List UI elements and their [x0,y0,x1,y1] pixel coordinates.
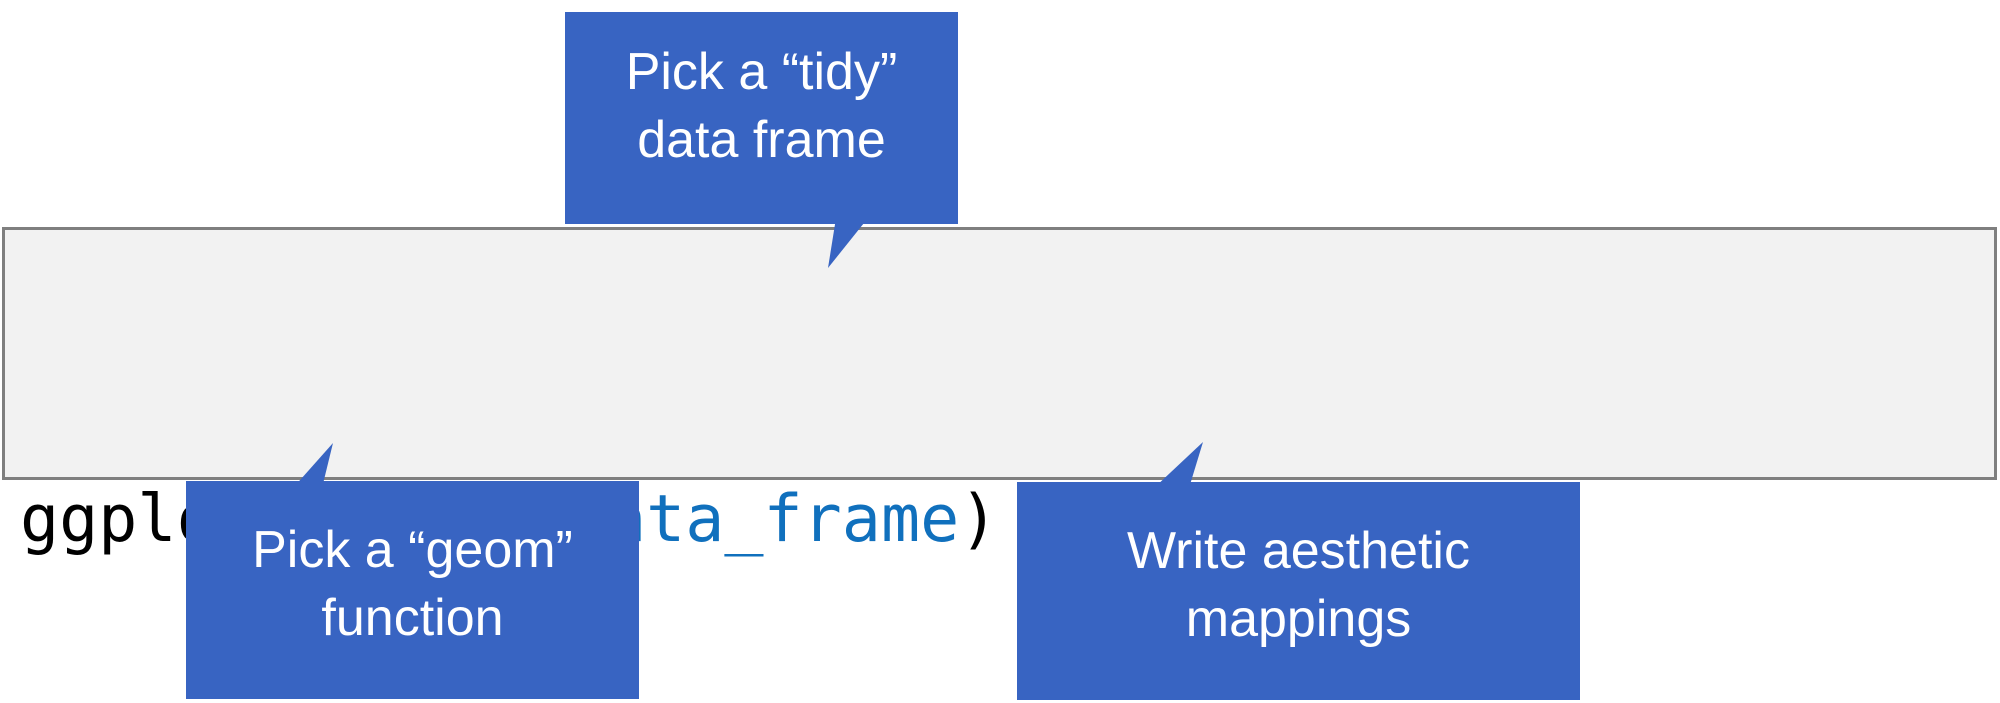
callout-text-line: data frame [637,111,886,169]
code-box: ggplot(data = data_frame) + geom_functio… [2,227,1997,557]
callout-text-line: mappings [1185,590,1412,648]
callout-text-line: Pick a “geom” [252,521,573,579]
callout-text-line: function [321,589,504,647]
callout-tidy-data-frame: Pick a “tidy” data frame [565,12,958,224]
callout-geom-function: Pick a “geom” function [186,481,639,699]
callout-text-line: Write aesthetic [1127,522,1470,580]
callout-text-line: Pick a “tidy” [625,43,898,101]
callout-aesthetic-mappings: Write aesthetic mappings [1017,482,1580,700]
